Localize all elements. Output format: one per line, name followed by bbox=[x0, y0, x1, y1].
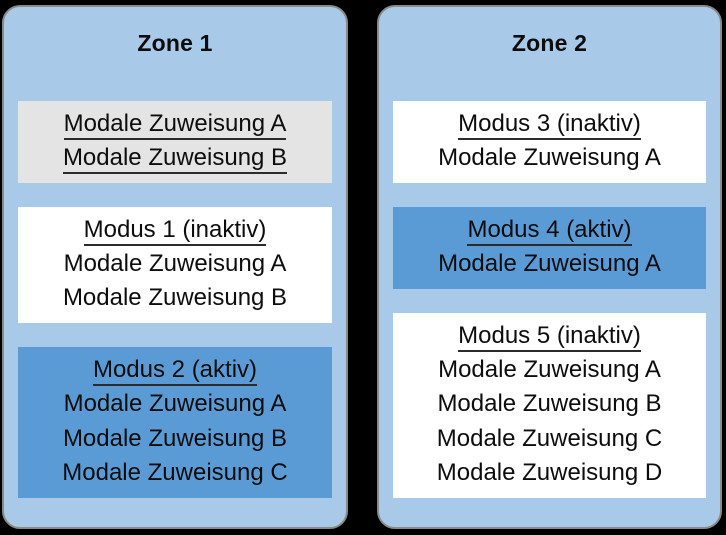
modal-assignment-row[interactable]: Modale Zuweisung D bbox=[401, 456, 698, 490]
modal-assignment-row[interactable]: Modale Zuweisung A bbox=[401, 353, 698, 387]
modal-assignment-row[interactable]: Modale Zuweisung B bbox=[26, 281, 324, 315]
modal-assignment-label: Modale Zuweisung A bbox=[438, 144, 661, 172]
modal-assignment-row[interactable]: Modale Zuweisung A bbox=[26, 247, 324, 281]
mode-header-label: Modus 2 (aktiv) bbox=[92, 356, 258, 387]
zone-title: Zone 1 bbox=[137, 30, 213, 56]
mode-header-label: Modus 4 (aktiv) bbox=[467, 216, 632, 247]
modal-assignment-label: Modale Zuweisung A bbox=[63, 250, 287, 278]
mode-header: Modus 2 (aktiv) bbox=[26, 353, 324, 387]
mode-box-modus-2[interactable]: Modus 2 (aktiv) Modale Zuweisung A Modale … bbox=[18, 347, 332, 498]
modal-assignment-row[interactable]: Modale Zuweisung C bbox=[26, 456, 324, 490]
zone-panel-2: Zone 2 Modus 3 (inaktiv) Modale Zuweisung… bbox=[377, 5, 722, 529]
mode-header: Modus 1 (inaktiv) bbox=[26, 213, 324, 247]
mode-header: Modus 5 (inaktiv) bbox=[401, 319, 698, 353]
modal-assignment-label: Modale Zuweisung B bbox=[437, 390, 662, 418]
mode-header-label: Modus 5 (inaktiv) bbox=[458, 322, 641, 353]
mode-box-modus-3[interactable]: Modus 3 (inaktiv) Modale Zuweisung A bbox=[393, 101, 706, 184]
modal-assignment-label: Modale Zuweisung B bbox=[62, 424, 288, 452]
mode-header: Modus 4 (aktiv) bbox=[401, 213, 698, 247]
modal-assignment-row[interactable]: Modale Zuweisung B bbox=[401, 387, 698, 421]
modal-assignment-label: Modale Zuweisung C bbox=[62, 458, 288, 486]
mode-box-modus-4[interactable]: Modus 4 (aktiv) Modale Zuweisung A bbox=[393, 207, 706, 290]
modal-assignment-label: Modale Zuweisung A bbox=[438, 356, 661, 384]
modal-assignment-row[interactable]: Modale Zuweisung B bbox=[26, 141, 324, 175]
modal-assignment-row[interactable]: Modale Zuweisung A bbox=[401, 141, 698, 175]
mode-box-modus-1[interactable]: Modus 1 (inaktiv) Modale Zuweisung A Modal… bbox=[18, 207, 332, 324]
modal-assignment-label: Modale Zuweisung A bbox=[63, 110, 287, 140]
modal-assignment-label: Modale Zuweisung A bbox=[438, 250, 661, 278]
modal-assignment-row[interactable]: Modale Zuweisung A bbox=[401, 247, 698, 281]
modal-assignment-label: Modale Zuweisung B bbox=[62, 284, 288, 312]
mode-header: Modus 3 (inaktiv) bbox=[401, 107, 698, 141]
zone-title: Zone 2 bbox=[511, 30, 588, 56]
modal-assignment-row[interactable]: Modale Zuweisung C bbox=[401, 422, 698, 456]
mode-header-label: Modus 1 (inaktiv) bbox=[83, 216, 267, 247]
modal-assignment-label: Modale Zuweisung D bbox=[436, 458, 663, 486]
modal-assignment-row[interactable]: Modale Zuweisung A bbox=[26, 387, 324, 421]
mode-box-modus-5[interactable]: Modus 5 (inaktiv) Modale Zuweisung A Modal… bbox=[393, 313, 706, 498]
modal-assignment-label: Modale Zuweisung B bbox=[62, 144, 288, 175]
modal-assignment-row[interactable]: Modale Zuweisung B bbox=[26, 422, 324, 456]
modal-assignment-label: Modale Zuweisung C bbox=[436, 424, 663, 452]
modal-assignment-label: Modale Zuweisung A bbox=[63, 390, 287, 418]
modal-assignment-row[interactable]: Modale Zuweisung A bbox=[26, 107, 324, 141]
mode-header-label: Modus 3 (inaktiv) bbox=[458, 110, 641, 140]
mode-box-unassigned-zone-1[interactable]: Modale Zuweisung A Modale Zuweisung B bbox=[18, 101, 332, 184]
